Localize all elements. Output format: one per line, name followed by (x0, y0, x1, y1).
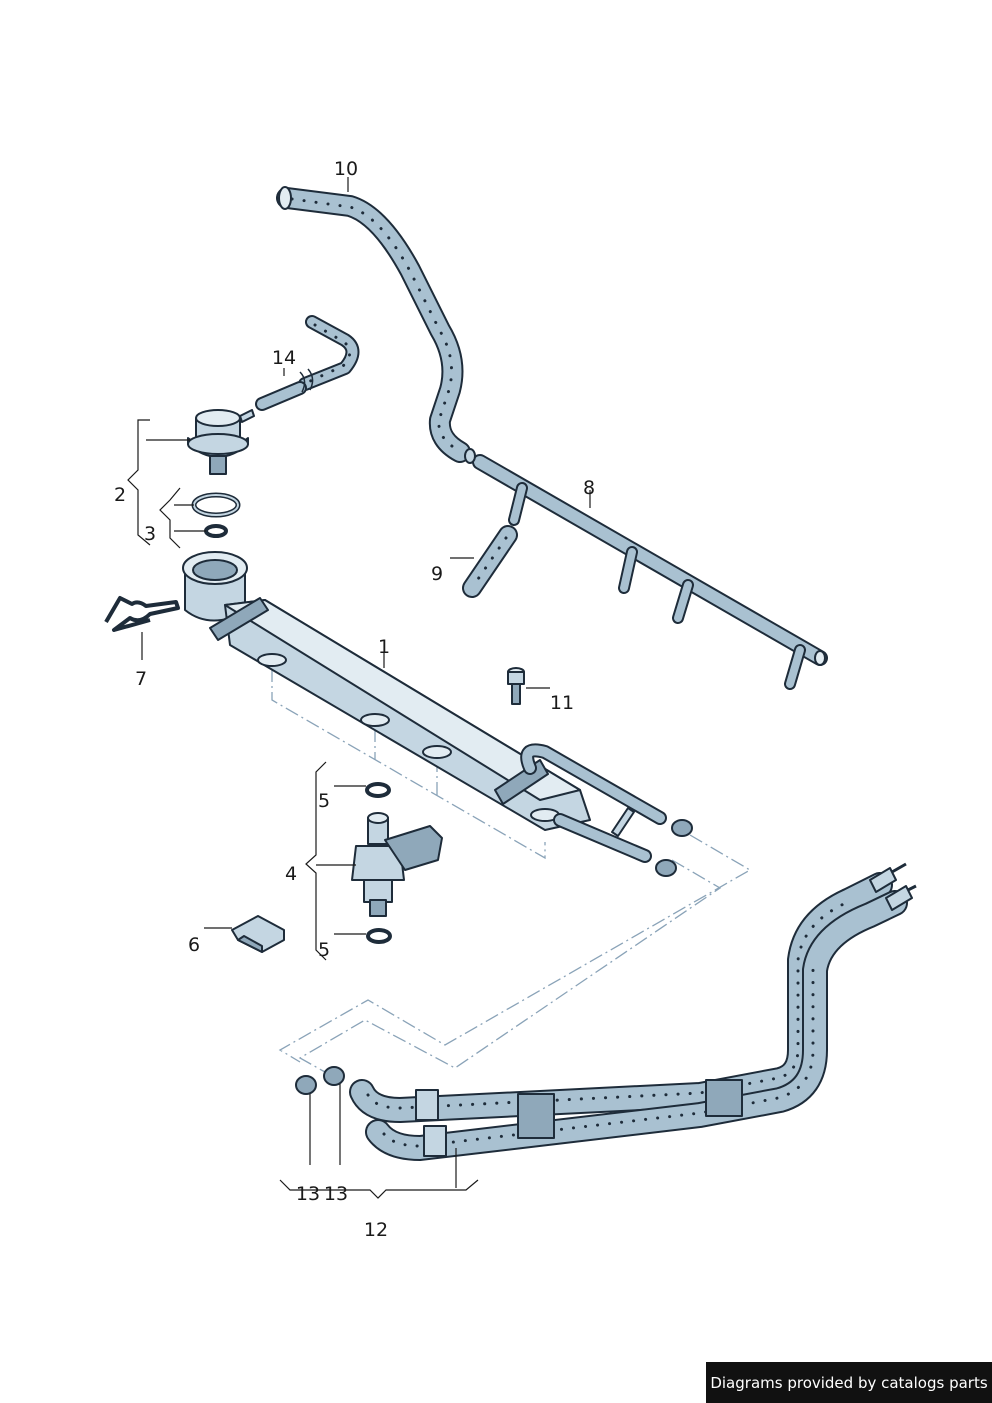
callout-6: 6 (188, 934, 200, 956)
short-hose-9 (462, 525, 518, 598)
callout-13-right: 13 (324, 1183, 348, 1205)
callout-5-lower: 5 (318, 939, 330, 961)
injector-4 (351, 782, 443, 944)
callout-3: 3 (144, 523, 156, 545)
assembly-dash-lines (271, 668, 752, 1073)
vacuum-hose-14 (255, 315, 360, 411)
callout-7: 7 (135, 668, 147, 690)
return-pipe-8 (464, 448, 828, 690)
o-rings-3 (191, 492, 241, 538)
callout-14: 14 (272, 347, 296, 369)
fuel-rail-1 (182, 551, 667, 863)
retaining-clip-6 (231, 915, 285, 953)
clip-7 (104, 596, 180, 632)
hose-clamps-rail (655, 819, 693, 877)
callout-12: 12 (364, 1219, 388, 1241)
watermark-footer: Diagrams provided by catalogs parts (706, 1362, 992, 1403)
hose-clamps-13 (295, 1066, 345, 1095)
hose-10 (276, 186, 471, 463)
leader-lines (127, 177, 591, 1199)
callout-2: 2 (114, 484, 126, 506)
callout-10: 10 (334, 158, 358, 180)
callout-labels: 10 14 2 3 8 9 1 7 11 5 4 6 5 13 13 12 (114, 158, 595, 1241)
footer-text: Diagrams provided by catalogs parts (710, 1373, 988, 1392)
callout-1: 1 (378, 636, 390, 658)
fuel-lines-12 (349, 862, 917, 1161)
bolt-11 (507, 667, 525, 705)
callout-5-upper: 5 (318, 790, 330, 812)
callout-9: 9 (431, 563, 443, 585)
pressure-regulator-2 (187, 409, 255, 475)
callout-11: 11 (550, 692, 574, 714)
callout-8: 8 (583, 477, 595, 499)
callout-4: 4 (285, 863, 297, 885)
callout-13-left: 13 (296, 1183, 320, 1205)
